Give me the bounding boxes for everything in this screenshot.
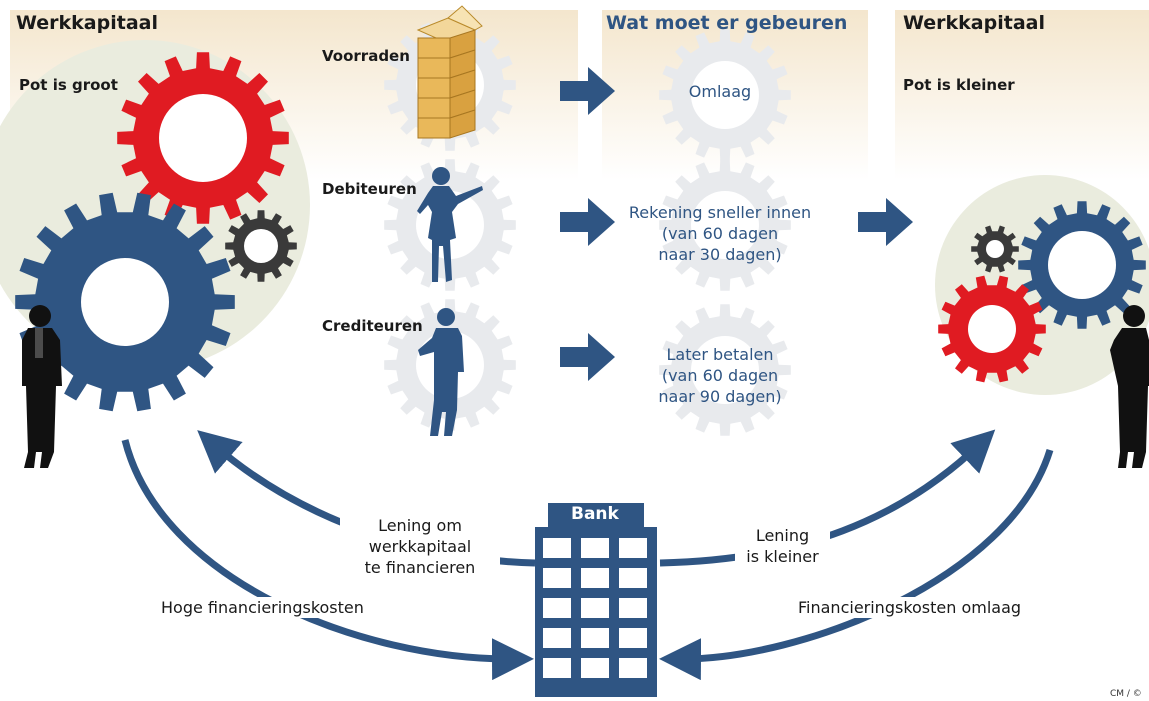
- left-businessman-silhouette-icon: [22, 305, 62, 468]
- navy-gear-icon: [15, 192, 235, 412]
- bank-window: [581, 538, 609, 558]
- bank-window: [543, 598, 571, 618]
- bank-window: [543, 568, 571, 588]
- ghost-gear-icon: [659, 29, 791, 161]
- loan-left-line: te financieren: [364, 558, 476, 577]
- bank-window: [581, 568, 609, 588]
- loan-right-line: is kleiner: [746, 547, 819, 566]
- bank-window: [581, 628, 609, 648]
- bank-window: [619, 568, 647, 588]
- loan-left-line: Lening om: [378, 516, 462, 535]
- action-line: Rekening sneller innen: [628, 203, 812, 222]
- bank-window: [543, 538, 571, 558]
- item-label-voorraden: Voorraden: [322, 47, 410, 65]
- action-line: naar 30 dagen): [658, 245, 782, 264]
- item-label-crediteuren: Crediteuren: [322, 317, 423, 335]
- action-line: (van 60 dagen: [661, 224, 779, 243]
- cost-left-label: Hoge financieringskosten: [158, 597, 367, 618]
- bank-label: Bank: [571, 504, 619, 524]
- loan-right-line: Lening: [755, 526, 810, 545]
- left-title: Werkkapitaal: [16, 12, 158, 34]
- bank-window: [581, 658, 609, 678]
- right-dark-gear-icon: [971, 225, 1019, 273]
- loan-right-label: Lening is kleiner: [735, 525, 830, 567]
- bank-window: [543, 658, 571, 678]
- right-title: Werkkapitaal: [903, 12, 1045, 34]
- right-navy-gear-icon: [1018, 201, 1146, 329]
- box-side: [449, 109, 476, 139]
- red-gear-icon: [117, 52, 289, 224]
- right-panel: [895, 10, 1149, 180]
- action-voorraden: Omlaag: [620, 81, 820, 102]
- dark-gear-icon: [225, 210, 297, 282]
- action-line: naar 90 dagen): [658, 387, 782, 406]
- bank-window: [581, 598, 609, 618]
- action-line: (van 60 dagen: [661, 366, 779, 385]
- woman-silhouette-icon: [417, 167, 483, 282]
- right-businessman-silhouette-icon: [1110, 305, 1149, 468]
- box-front: [417, 77, 451, 99]
- box-front: [417, 117, 451, 139]
- bank-window: [619, 658, 647, 678]
- bank-window: [619, 628, 647, 648]
- middle-title: Wat moet er gebeuren: [606, 12, 848, 34]
- bank-window: [619, 598, 647, 618]
- right-subtitle: Pot is kleiner: [903, 76, 1015, 94]
- action-debiteuren: Rekening sneller innen (van 60 dagen naa…: [620, 202, 820, 265]
- businessman-silhouette-icon: [418, 308, 464, 436]
- arrow-right-icon: [560, 67, 615, 115]
- bank-window: [543, 628, 571, 648]
- ghost-gear-icon: [659, 159, 791, 291]
- left-subtitle: Pot is groot: [19, 76, 118, 94]
- arrow-right-icon: [858, 198, 913, 246]
- box-front: [417, 37, 451, 59]
- bank-window: [619, 538, 647, 558]
- loan-left-label: Lening om werkkapitaal te financieren: [340, 515, 500, 578]
- arrow-right-icon: [560, 333, 615, 381]
- action-crediteuren: Later betalen (van 60 dagen naar 90 dage…: [620, 344, 820, 407]
- credit-label: CM / ©: [1110, 689, 1142, 699]
- right-red-gear-icon: [938, 275, 1046, 383]
- bank-building-icon: [535, 503, 657, 697]
- box-front: [417, 57, 451, 79]
- arrow-right-icon: [560, 198, 615, 246]
- ghost-gear-icon: [659, 304, 791, 436]
- action-line: Later betalen: [666, 345, 774, 364]
- box-front: [417, 97, 451, 119]
- box-stack-icon: [416, 5, 483, 139]
- loan-left-line: werkkapitaal: [368, 537, 472, 556]
- item-label-debiteuren: Debiteuren: [322, 180, 417, 198]
- loan-right-arrow: [659, 429, 996, 567]
- action-line: Omlaag: [688, 82, 752, 101]
- cost-right-label: Financieringskosten omlaag: [795, 597, 1025, 618]
